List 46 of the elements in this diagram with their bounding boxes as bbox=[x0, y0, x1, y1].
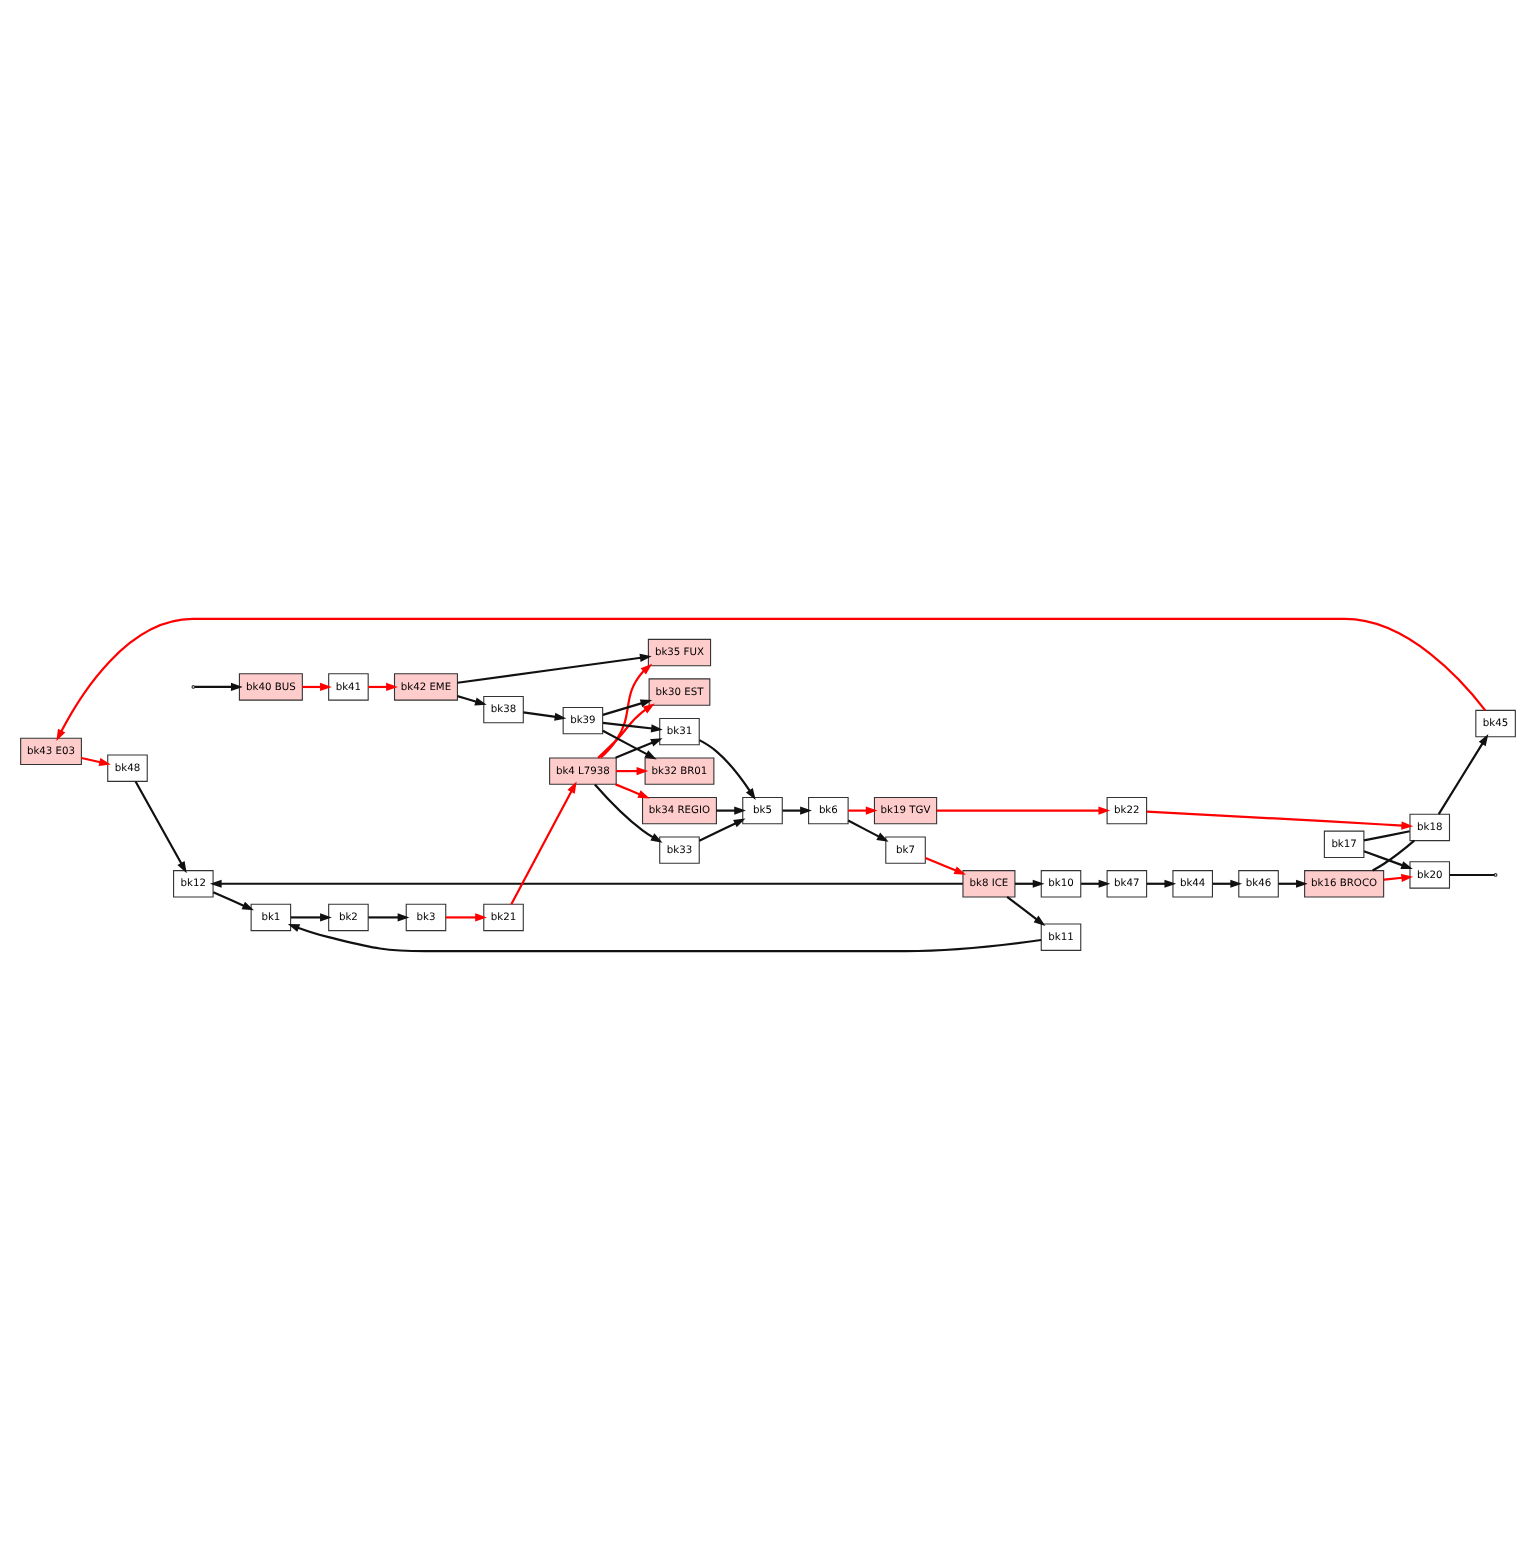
arrow bbox=[615, 737, 663, 758]
arrow bbox=[81, 755, 111, 766]
arrow bbox=[457, 694, 487, 705]
arrow bbox=[594, 782, 663, 842]
connector bbox=[1449, 872, 1495, 876]
arrow bbox=[848, 805, 878, 814]
arrow bbox=[1278, 878, 1308, 887]
connector bbox=[1363, 829, 1410, 841]
arrow bbox=[287, 923, 1042, 952]
arrow bbox=[1383, 872, 1414, 881]
arrow bbox=[1146, 878, 1177, 887]
arrow bbox=[597, 702, 655, 758]
arrow bbox=[602, 720, 663, 732]
arrow bbox=[716, 805, 746, 814]
arrow bbox=[599, 662, 653, 758]
arrow bbox=[445, 912, 487, 921]
arrow bbox=[510, 780, 577, 904]
arrow bbox=[368, 912, 410, 921]
arrow bbox=[209, 878, 963, 887]
connector bbox=[1372, 838, 1415, 871]
arrow bbox=[368, 681, 398, 691]
arrow bbox=[782, 805, 812, 814]
arrow bbox=[847, 818, 889, 841]
arrow bbox=[457, 652, 652, 683]
arrow bbox=[212, 890, 254, 910]
arrow bbox=[1437, 733, 1489, 814]
arrow bbox=[194, 681, 243, 691]
arrow bbox=[134, 779, 187, 873]
arrow bbox=[290, 912, 332, 921]
arrow bbox=[1146, 809, 1414, 829]
arrow bbox=[1014, 878, 1045, 887]
arrow bbox=[56, 616, 1487, 741]
arrow bbox=[1212, 878, 1243, 887]
arrow bbox=[1363, 849, 1413, 869]
arrow bbox=[925, 856, 966, 874]
arrow bbox=[698, 738, 756, 800]
arrow bbox=[302, 681, 332, 691]
arrow bbox=[698, 817, 746, 841]
arrow bbox=[616, 766, 649, 775]
arrow bbox=[1081, 878, 1111, 887]
arrow bbox=[602, 728, 657, 759]
arrow bbox=[936, 805, 1111, 814]
arrow bbox=[1006, 895, 1046, 925]
arrow bbox=[523, 710, 567, 720]
arrow bbox=[615, 782, 650, 798]
arrow bbox=[602, 698, 653, 715]
